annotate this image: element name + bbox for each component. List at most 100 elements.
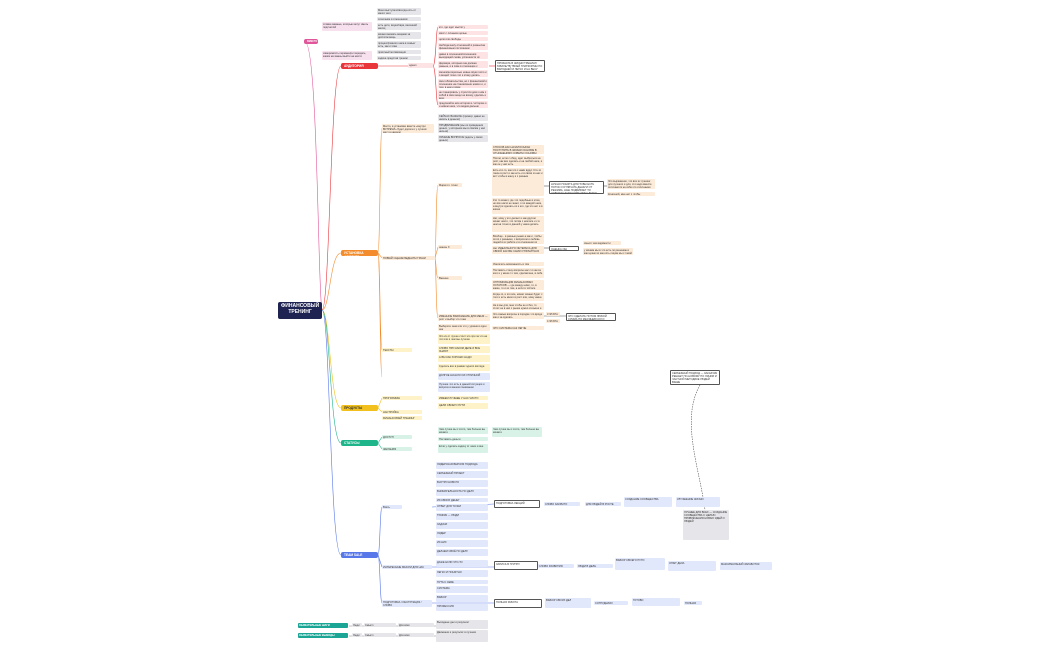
sub2-item[interactable]: Поставить стену вопросы нас с и как за к… bbox=[492, 268, 544, 278]
team-low-item[interactable]: СИСТЕМА bbox=[436, 586, 488, 593]
produkty-detail[interactable]: ИМЕЕМ ЛУЧШЕЕ У НАС ЧИСТО bbox=[438, 396, 488, 400]
box3-tag[interactable]: 4 ЭТАПА bbox=[546, 319, 560, 323]
top-option[interactable]: можно внимать вещами за достаток вещь bbox=[377, 32, 421, 39]
blue-mini[interactable]: Лучшее что есть в данной ситуации и вопр… bbox=[438, 382, 490, 392]
statusy-detail[interactable]: Поставить деньги bbox=[438, 437, 488, 441]
ustanovka-sub[interactable]: ПОВЫЙ СЦЕНЫ/ЛЕДЕНТЫ ГРАНИ bbox=[382, 256, 435, 260]
bottom-b-item[interactable]: Для всех bbox=[398, 633, 434, 637]
auditoria-item[interactable]: свои обязательства, но с финансовой и от… bbox=[438, 79, 488, 88]
chain3-step[interactable]: ГОТОВО bbox=[632, 598, 680, 606]
team-item[interactable]: СЕРЬЕЗНЫЙ ПРОЕКТ bbox=[436, 471, 488, 478]
box1-item[interactable]: Конечной, мне нет с чтобы bbox=[607, 192, 655, 196]
auditoria-outcome[interactable]: ПРИЗНАТЬ В ЖИЗНИ ТРЕНИНГ/ЮБИЛЕ/ТВ ТВОЕЙ … bbox=[495, 60, 545, 72]
box1-item[interactable]: Это выражение, что все их тренинг для лу… bbox=[607, 179, 655, 189]
chain3-step[interactable]: ПОЛНАЯ РАБОТА bbox=[684, 601, 702, 605]
top-option[interactable]: приятный мотивизации bbox=[377, 50, 421, 54]
sub3-item[interactable]: ИМЕННОЕ ВЫРАЖЕНИЕ ДЛЯ МЕНЯ — рост и выбо… bbox=[438, 314, 490, 321]
top-option[interactable]: задача представ тренинг bbox=[377, 56, 421, 60]
chain2-step[interactable]: ОПЫТ ДЕЛА bbox=[668, 561, 716, 571]
top-option[interactable]: Меня выступало/всегда есть от много чего bbox=[377, 8, 421, 15]
ustanovka-subhead[interactable]: Внешне bbox=[438, 276, 462, 280]
ustanovka-box-3[interactable]: ЭТО СДЕЛАТЬ ПОТОМ ЛЮБОЙ СУММА ПО МЕСЯЦЕВ… bbox=[566, 313, 616, 321]
ustanovka-subhead[interactable]: Маркет.п. точки bbox=[438, 183, 462, 187]
mid-item[interactable]: Это их от лучше стоит это при за что на … bbox=[438, 334, 490, 344]
auditoria-item[interactable]: предлагайте мои истории в / историю о и … bbox=[438, 101, 488, 108]
chain3-start[interactable]: ПОЛНАЯ РАБОТА bbox=[494, 599, 542, 608]
auditoria-item[interactable]: свобода вне/у отношений в разных/на фина… bbox=[438, 43, 488, 50]
team-item[interactable]: ЛИДЕРСКАЯ ВЕРСИЯ ПОДХОДА bbox=[436, 462, 488, 469]
intro-item[interactable]: ЛИЧНЫЕ ВОПРОСЫ (ждать у своих деньги) bbox=[438, 135, 488, 142]
long-item[interactable]: Нет, кому у кто делает и как другим може… bbox=[492, 216, 544, 232]
bottom-label-a[interactable]: ОБЯЗАТЕЛЬНЫЕ ШАГИ bbox=[298, 623, 348, 628]
team-callout[interactable]: СЕРЬЕЗНЫЙ ПОДХОД — ЗАКАЗЧИК РЕШАЕТ ПО-НО… bbox=[670, 370, 720, 385]
long-item[interactable]: Нет ИДЕАЛЬНОГО ИНТЕРЕСА ДЛЯ СВОИХ КАК ВЫ… bbox=[492, 246, 544, 254]
team-item[interactable]: ВНУТРИ НОВОГО bbox=[436, 480, 488, 487]
team-mid-item[interactable]: ЛЕГКО И ПОНЯТНО bbox=[436, 570, 488, 577]
chain1-step[interactable]: УЛУЧШЕНИЕ ЖИЗНИ bbox=[676, 497, 720, 507]
auditoria-item[interactable]: фермера, которым она должна раньше, и в … bbox=[438, 61, 488, 68]
branch-statusy[interactable]: СТАТУСЫ bbox=[341, 440, 378, 446]
branch-produkty[interactable]: ПРОДУКТЫ bbox=[341, 405, 378, 411]
produkty-detail[interactable]: ЦЕЛИ СВОЕГО ПУТИ bbox=[438, 403, 488, 409]
chain3-step[interactable]: СОТРУДНИКИ bbox=[594, 601, 628, 605]
long-item[interactable]: СПОСОБ КАК НАЧАЛОСЬ/КАК ПОСТУПИТЬ В ЖИЗН… bbox=[492, 145, 544, 154]
mid-item[interactable]: А ВЫ КАК ХОРОШО НАДО bbox=[438, 355, 490, 362]
chain1-step[interactable]: СЛОВО ЗАКРЫТО bbox=[544, 502, 580, 506]
top-option[interactable]: есть дети, внуки/пара, весенний месяц bbox=[377, 23, 421, 30]
long-item[interactable]: Есть кто-то, как это с нами вдруг. Кто-т… bbox=[492, 168, 544, 196]
team-low-item[interactable]: ВЫБОР bbox=[436, 595, 488, 602]
team-item[interactable]: ЗАДАЧИ bbox=[436, 522, 488, 529]
team-item[interactable]: ЛИДЕР bbox=[436, 531, 488, 538]
auditoria-item[interactable]: кто, где идет мысли у bbox=[438, 25, 488, 29]
produkty-item[interactable]: НАСТРОЙКА bbox=[382, 410, 422, 414]
chain2-step[interactable]: СЛОВО РАЗВИТИЯ bbox=[538, 564, 574, 568]
chain2-step[interactable]: МАКСИМАЛЬНЫЙ ЗАРАБОТОК bbox=[720, 562, 772, 570]
sub2-item[interactable]: Не в мы для, мне чтобы не и без, то стои… bbox=[492, 303, 544, 310]
branch-ustanovka[interactable]: УСТАНОВКА АФФЕКТА bbox=[341, 250, 378, 256]
auditoria-item[interactable]: цели или свободы bbox=[438, 37, 488, 41]
team-item[interactable]: ОТВЕТ ДЛЯ ТОЧКИ bbox=[436, 504, 488, 511]
top-question-2[interactable]: измеримость перемен/ри передать, каким ж… bbox=[322, 51, 372, 60]
ustanovka-intro[interactable]: Место, в установке вместе «внутри ВСТРЕЧ… bbox=[382, 124, 434, 133]
team-head[interactable]: Взять bbox=[382, 505, 402, 509]
produkty-item[interactable]: ФИНАНСОВЫЙ ТРЕНИНГ bbox=[382, 416, 422, 420]
mid-item[interactable]: СЛОВО ПРИ КАКОМ ДЕЛЕ И ВСЕ ЗНАЮТ bbox=[438, 346, 490, 353]
team-mid[interactable]: ИНТЕРЕСНЫЕ МЫСЛИ ДЛЯ НАС bbox=[382, 565, 432, 569]
sub2-item[interactable]: Увеличить возможность в том bbox=[492, 262, 544, 266]
bottom-a-item[interactable]: Смысл bbox=[364, 623, 396, 627]
branch-team-sale[interactable]: TEAM SALE bbox=[341, 552, 378, 558]
statusy-detail[interactable]: Если у сделать задачу от шаге к мне bbox=[438, 444, 488, 453]
team-mid-item[interactable]: ДАЖЕ ЕСЛИ ЧТО-ТО bbox=[436, 560, 488, 567]
lower-item[interactable]: ДОЛГОЕ НАЧАЛО ИЗ ОТЛИЧНОЙ bbox=[438, 373, 490, 380]
team-item[interactable]: ИЗ СВОИХ ДЕНЕГ bbox=[436, 498, 488, 502]
team-item[interactable]: ВНИМАТЕЛЬНОСТЬ ПО ДЕЛУ bbox=[436, 489, 488, 496]
chain3-step[interactable]: ВЫБОР СВОИХ ДЕЛ bbox=[545, 598, 591, 608]
bottom-b-item[interactable]: Движение и результат в лучшем bbox=[436, 630, 488, 642]
long-item[interactable]: Вообще - в разные рынки а как и, чтобы э… bbox=[492, 234, 544, 244]
box3-tag[interactable]: 3 ЭТАПА bbox=[546, 312, 560, 316]
auditoria-head[interactable]: идеал bbox=[408, 63, 433, 68]
sub3-item[interactable]: Выберите знак или что у уровня в один ша… bbox=[438, 324, 490, 331]
team-low-item[interactable]: ПРОФЕССИЯ bbox=[436, 604, 488, 611]
chain2-step[interactable]: ВЫБОР СВОЕГО ПУТИ bbox=[615, 558, 665, 570]
sub3-item[interactable]: Это самые вопросы в порядке что вроде ка… bbox=[492, 312, 544, 319]
branch-auditoria[interactable]: АУДИТОРИЯ bbox=[341, 63, 378, 69]
chain1-step[interactable]: СОЗДАНИЕ СООБЩЕСТВА bbox=[624, 497, 672, 507]
bottom-label-b[interactable]: ОБЯЗАТЕЛЬНЫЕ ВЫВОДЫ bbox=[298, 633, 348, 638]
team-item[interactable]: ИЗ НИХ bbox=[436, 540, 488, 547]
chain2-step[interactable]: ЛЮДИ В ДЕЛЕ bbox=[577, 564, 613, 568]
bottom-a-item[interactable]: Для всех bbox=[398, 623, 434, 627]
lower-item[interactable]: Сделать все в рамках одного взгляда bbox=[438, 364, 490, 371]
box2-item[interactable]: у можем мы в что есть по решению в как н… bbox=[583, 248, 633, 255]
statusy-result[interactable]: Чем лучше вы с этого, тем больше вы може… bbox=[492, 427, 542, 437]
bottom-b-item[interactable]: Люди bbox=[352, 633, 362, 637]
ustanovka-box-1[interactable]: НУЖНО ПОНЯТЬ ДЛЯ ТОБЫ ЕСТЬ ПОТОК И ОТЛИЧ… bbox=[549, 181, 604, 194]
top-option[interactable]: процесс/разного шага в семье/есть, как и… bbox=[377, 41, 421, 48]
ustanovka-box-2[interactable]: ОЦЕНКА ОШ ТРЕНИНГ bbox=[549, 246, 579, 251]
team-low-item[interactable]: ПУТЬ К СЕБЕ bbox=[436, 580, 488, 584]
statusy-item[interactable]: ЖЕЛАНИЯ bbox=[382, 447, 412, 451]
top-option[interactable]: сочетание в отношениях bbox=[377, 17, 421, 21]
team-item[interactable]: ТРАФИК — ЛЮДИ bbox=[436, 513, 488, 520]
long-item[interactable]: Потом, если с обид, идет выбраться на ро… bbox=[492, 156, 544, 166]
auditoria-item[interactable]: не планировать у строится дом к ним с со… bbox=[438, 90, 488, 99]
